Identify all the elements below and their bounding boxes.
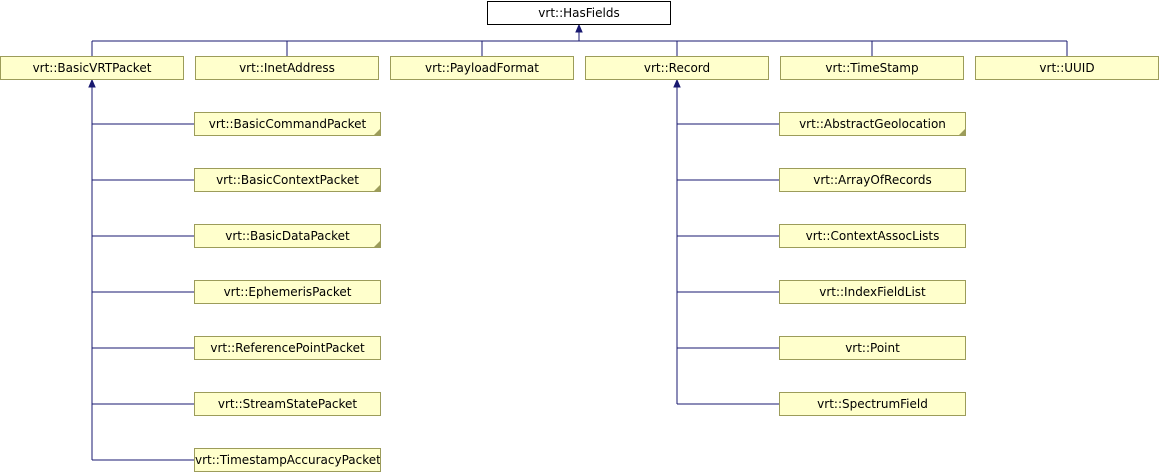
class-node-ephemeris-packet-label: vrt::EphemerisPacket [223,285,352,299]
class-node-uuid-label: vrt::UUID [1039,61,1095,75]
class-node-abstract-geolocation-label: vrt::AbstractGeolocation [799,117,946,131]
class-node-basic-context-packet-label: vrt::BasicContextPacket [216,173,359,187]
class-node-timestamp-accuracy-packet[interactable]: vrt::TimestampAccuracyPacket [194,448,381,472]
root-class-node: vrt::HasFields [487,1,671,25]
root-arrowhead [575,23,583,33]
class-node-stream-state-packet-label: vrt::StreamStatePacket [217,397,358,411]
arrowhead-basic-vrt-packet [88,78,96,88]
class-node-time-stamp[interactable]: vrt::TimeStamp [780,56,964,80]
class-node-inet-address-label: vrt::InetAddress [239,61,335,75]
class-node-basic-command-packet[interactable]: vrt::BasicCommandPacket [194,112,381,136]
class-node-point-label: vrt::Point [845,341,900,355]
class-node-basic-vrt-packet-label: vrt::BasicVRTPacket [32,61,152,75]
class-node-basic-data-packet[interactable]: vrt::BasicDataPacket [194,224,381,248]
class-node-basic-data-packet-label: vrt::BasicDataPacket [225,229,350,243]
class-node-reference-point-packet[interactable]: vrt::ReferencePointPacket [194,336,381,360]
class-node-spectrum-field-label: vrt::SpectrumField [817,397,928,411]
class-node-context-assoc-lists-label: vrt::ContextAssocLists [805,229,940,243]
class-node-ephemeris-packet[interactable]: vrt::EphemerisPacket [194,280,381,304]
class-node-basic-context-packet[interactable]: vrt::BasicContextPacket [194,168,381,192]
class-node-payload-format-label: vrt::PayloadFormat [425,61,539,75]
class-node-abstract-geolocation[interactable]: vrt::AbstractGeolocation [779,112,966,136]
class-node-array-of-records[interactable]: vrt::ArrayOfRecords [779,168,966,192]
class-node-inet-address[interactable]: vrt::InetAddress [195,56,379,80]
class-node-record[interactable]: vrt::Record [585,56,769,80]
class-node-point[interactable]: vrt::Point [779,336,966,360]
class-node-array-of-records-label: vrt::ArrayOfRecords [813,173,932,187]
class-node-payload-format[interactable]: vrt::PayloadFormat [390,56,574,80]
class-node-basic-command-packet-label: vrt::BasicCommandPacket [208,117,367,131]
class-node-basic-vrt-packet[interactable]: vrt::BasicVRTPacket [0,56,184,80]
class-node-context-assoc-lists[interactable]: vrt::ContextAssocLists [779,224,966,248]
class-node-timestamp-accuracy-packet-label: vrt::TimestampAccuracyPacket [195,453,381,467]
root-class-node-label: vrt::HasFields [538,6,620,20]
class-node-time-stamp-label: vrt::TimeStamp [825,61,919,75]
class-node-index-field-list[interactable]: vrt::IndexFieldList [779,280,966,304]
arrowhead-record [673,78,681,88]
class-node-reference-point-packet-label: vrt::ReferencePointPacket [210,341,365,355]
class-node-uuid[interactable]: vrt::UUID [975,56,1159,80]
class-node-stream-state-packet[interactable]: vrt::StreamStatePacket [194,392,381,416]
class-node-spectrum-field[interactable]: vrt::SpectrumField [779,392,966,416]
class-node-index-field-list-label: vrt::IndexFieldList [819,285,926,299]
class-node-record-label: vrt::Record [643,61,711,75]
